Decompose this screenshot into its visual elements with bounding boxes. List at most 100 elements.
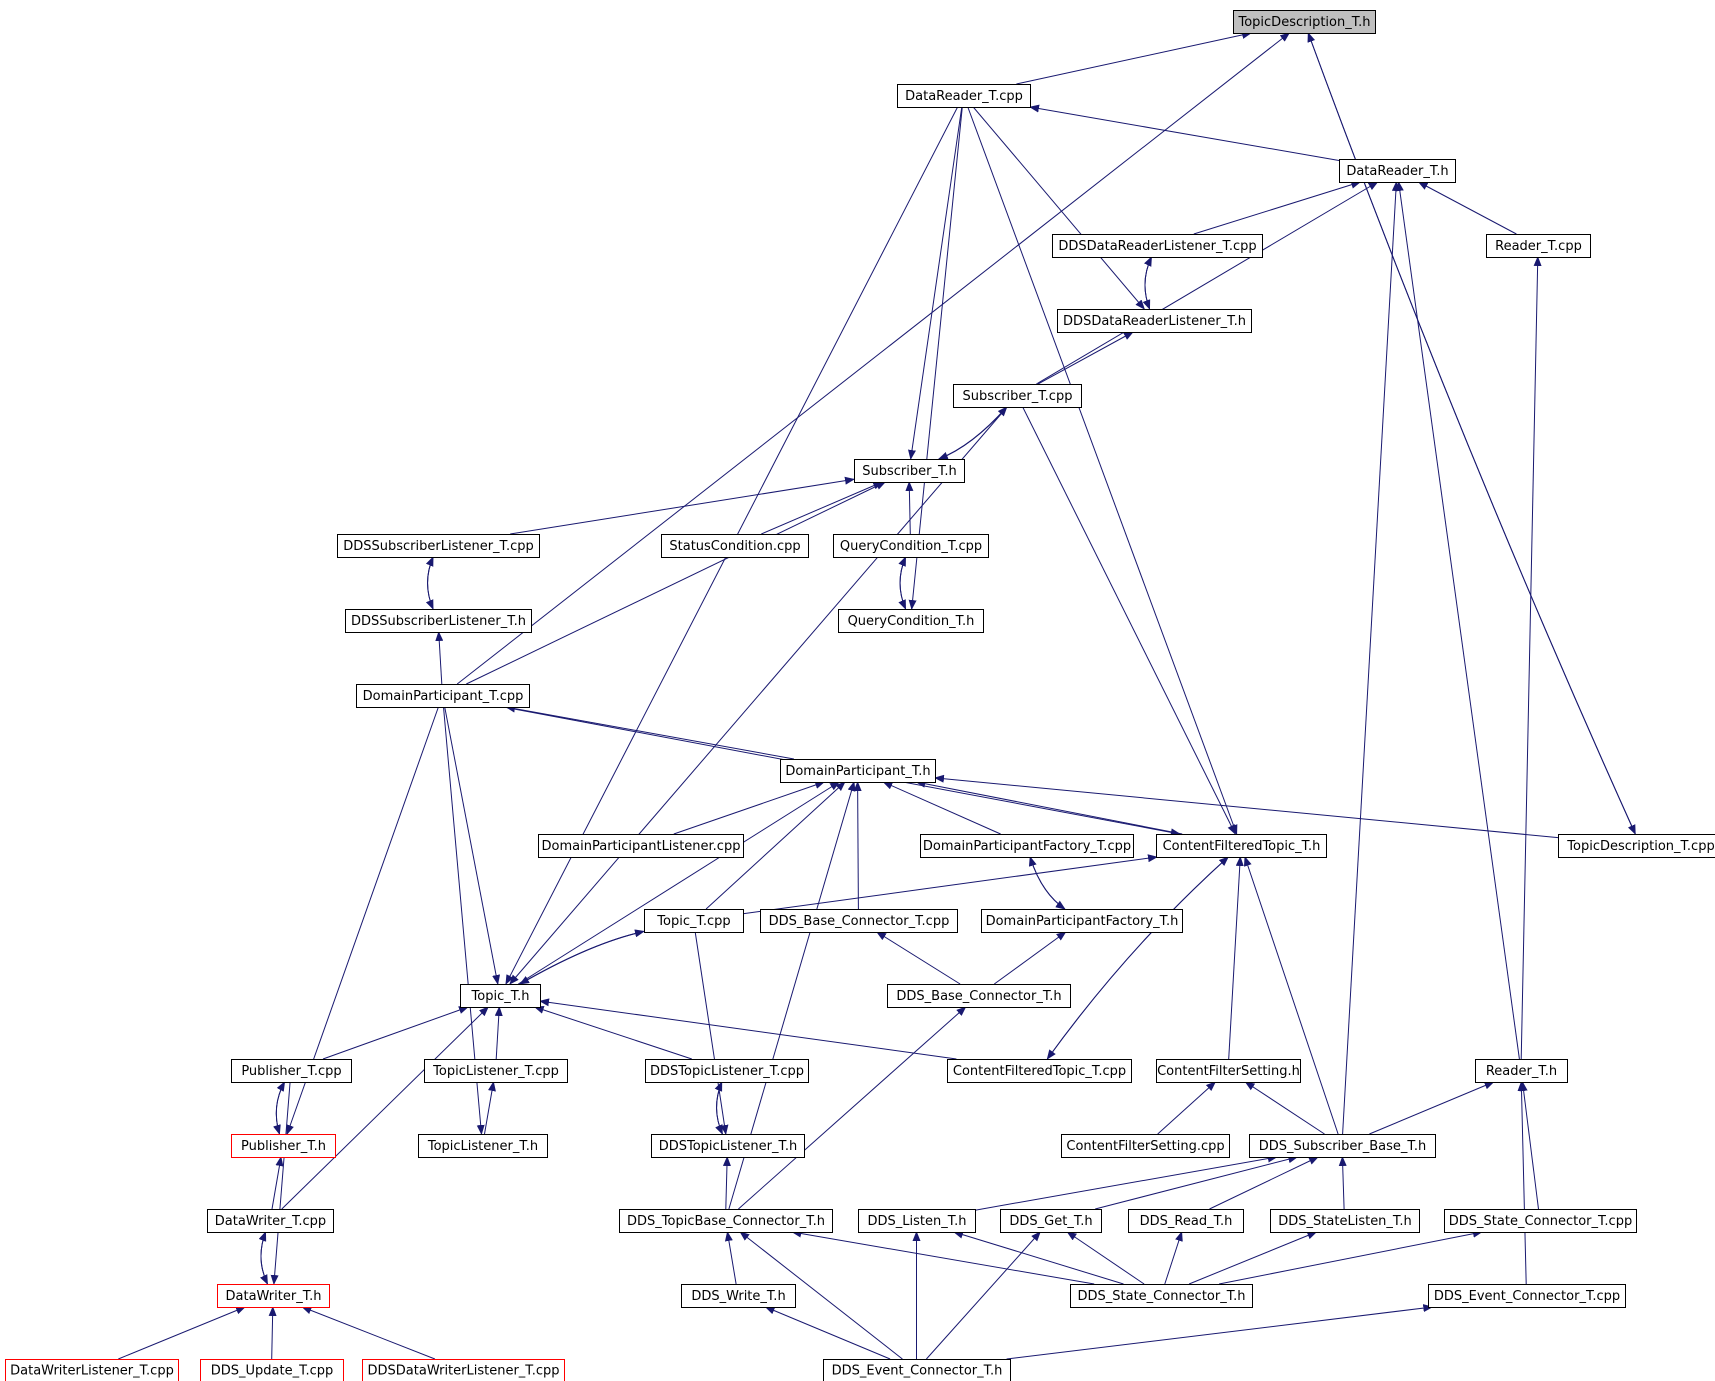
file-node-box[interactable] [1486, 234, 1591, 258]
file-node[interactable]: QueryCondition_T.cpp [833, 534, 989, 558]
file-node-box[interactable] [1052, 234, 1263, 258]
file-node[interactable]: DDS_Event_Connector_T.h [823, 1359, 1011, 1381]
file-node[interactable]: Subscriber_T.cpp [953, 384, 1082, 408]
file-node-box[interactable] [337, 534, 540, 558]
dependency-arrow [1517, 1081, 1527, 1285]
file-node[interactable]: DDS_Read_T.h [1128, 1209, 1244, 1233]
file-node[interactable]: DDSTopicListener_T.h [651, 1134, 805, 1158]
file-node[interactable]: DDS_TopicBase_Connector_T.h [619, 1209, 833, 1233]
file-node-box[interactable] [953, 384, 1082, 408]
file-node[interactable]: TopicListener_T.h [418, 1134, 548, 1158]
file-node[interactable]: ContentFilterSetting.h [1156, 1059, 1301, 1083]
dependency-arrow [1244, 1081, 1325, 1135]
file-node[interactable]: TopicDescription_T.cpp [1558, 834, 1715, 858]
file-node[interactable]: ContentFilteredTopic_T.cpp [947, 1059, 1132, 1083]
file-node-box[interactable] [231, 1059, 352, 1083]
file-node[interactable]: DataWriterListener_T.cpp [5, 1359, 179, 1381]
file-node[interactable]: DDS_Base_Connector_T.h [887, 984, 1071, 1008]
file-node[interactable]: DDSSubscriberListener_T.cpp [337, 534, 540, 558]
file-node[interactable]: DDS_Listen_T.h [858, 1209, 976, 1233]
file-node-box[interactable] [1558, 834, 1715, 858]
file-node[interactable]: ContentFilteredTopic_T.h [1156, 834, 1327, 858]
file-node-box[interactable] [644, 909, 744, 933]
file-node-box[interactable] [681, 1284, 796, 1308]
file-node-box[interactable] [217, 1284, 330, 1308]
file-node-box[interactable] [207, 1209, 334, 1233]
file-node-box[interactable] [920, 834, 1134, 858]
file-node[interactable]: DDSSubscriberListener_T.h [345, 609, 532, 633]
file-node-box[interactable] [5, 1359, 179, 1381]
file-node-box[interactable] [1249, 1134, 1436, 1158]
file-node-box[interactable] [418, 1134, 548, 1158]
file-node-box[interactable] [858, 1209, 976, 1233]
file-node[interactable]: DataReader_T.cpp [897, 84, 1031, 108]
file-node[interactable]: StatusCondition.cpp [661, 534, 809, 558]
file-node-box[interactable] [356, 684, 530, 708]
file-node[interactable]: Publisher_T.h [231, 1134, 336, 1158]
file-node-box[interactable] [538, 834, 744, 858]
file-node-box[interactable] [897, 84, 1031, 108]
file-node-box[interactable] [231, 1134, 336, 1158]
file-node-box[interactable] [1128, 1209, 1244, 1233]
file-node[interactable]: DDSDataWriterListener_T.cpp [362, 1359, 565, 1381]
file-node-box[interactable] [1000, 1209, 1102, 1233]
file-node[interactable]: DataWriter_T.cpp [207, 1209, 334, 1233]
file-node-box[interactable] [823, 1359, 1011, 1381]
file-node[interactable]: DomainParticipantListener.cpp [538, 834, 744, 858]
file-node-box[interactable] [651, 1134, 805, 1158]
file-node[interactable]: DomainParticipant_T.cpp [356, 684, 530, 708]
file-node[interactable]: DDS_Subscriber_Base_T.h [1249, 1134, 1436, 1158]
file-node[interactable]: Reader_T.cpp [1486, 234, 1591, 258]
file-node-box[interactable] [981, 909, 1183, 933]
file-node[interactable]: DDS_Write_T.h [681, 1284, 796, 1308]
file-node[interactable]: DDS_StateListen_T.h [1270, 1209, 1420, 1233]
file-node[interactable]: TopicListener_T.cpp [424, 1059, 568, 1083]
file-node[interactable]: DDSDataReaderListener_T.h [1057, 309, 1252, 333]
file-node[interactable]: DomainParticipantFactory_T.cpp [920, 834, 1134, 858]
file-node[interactable]: DDS_Update_T.cpp [200, 1359, 344, 1381]
file-node-box[interactable] [661, 534, 809, 558]
file-node[interactable]: DDSDataReaderListener_T.cpp [1052, 234, 1263, 258]
file-node-box[interactable] [645, 1059, 809, 1083]
file-node-box[interactable] [200, 1359, 344, 1381]
file-node[interactable]: QueryCondition_T.h [838, 609, 984, 633]
file-node-box[interactable] [760, 909, 958, 933]
file-node[interactable]: DDS_State_Connector_T.h [1070, 1284, 1253, 1308]
file-node[interactable]: DomainParticipant_T.h [780, 759, 936, 783]
file-node-box[interactable] [460, 984, 541, 1008]
file-node-box[interactable] [1061, 1134, 1230, 1158]
file-node[interactable]: ContentFilterSetting.cpp [1061, 1134, 1230, 1158]
file-node[interactable]: DDS_Get_T.h [1000, 1209, 1102, 1233]
file-node-box[interactable] [1156, 834, 1327, 858]
file-node[interactable]: DDS_Event_Connector_T.cpp [1428, 1284, 1626, 1308]
file-node-box[interactable] [838, 609, 984, 633]
file-node[interactable]: DomainParticipantFactory_T.h [981, 909, 1183, 933]
file-node[interactable]: Topic_T.cpp [644, 909, 744, 933]
file-node-box[interactable] [947, 1059, 1132, 1083]
file-node-box[interactable] [1070, 1284, 1253, 1308]
file-node[interactable]: DDS_Base_Connector_T.cpp [760, 909, 958, 933]
file-node-box[interactable] [854, 459, 965, 483]
file-node[interactable]: Subscriber_T.h [854, 459, 965, 483]
file-node-box[interactable] [1475, 1059, 1568, 1083]
file-node-box[interactable] [1428, 1284, 1626, 1308]
file-node-box[interactable] [1156, 1059, 1301, 1083]
file-node[interactable]: DDS_State_Connector_T.cpp [1444, 1209, 1637, 1233]
file-node-box[interactable] [1270, 1209, 1420, 1233]
file-node-box[interactable] [345, 609, 532, 633]
file-node-box[interactable] [1444, 1209, 1637, 1233]
file-node-box[interactable] [833, 534, 989, 558]
file-node-box[interactable] [887, 984, 1071, 1008]
file-node-box[interactable] [362, 1359, 565, 1381]
file-node-box[interactable] [1057, 309, 1252, 333]
file-node[interactable]: Reader_T.h [1475, 1059, 1568, 1083]
file-node[interactable]: Publisher_T.cpp [231, 1059, 352, 1083]
file-node[interactable]: DataWriter_T.h [217, 1284, 330, 1308]
file-node-box[interactable] [1339, 159, 1456, 183]
file-node-box[interactable] [424, 1059, 568, 1083]
file-node[interactable]: Topic_T.h [460, 984, 541, 1008]
file-node-box[interactable] [619, 1209, 833, 1233]
file-node[interactable]: DataReader_T.h [1339, 159, 1456, 183]
file-node[interactable]: DDSTopicListener_T.cpp [645, 1059, 809, 1083]
file-node-box[interactable] [780, 759, 936, 783]
